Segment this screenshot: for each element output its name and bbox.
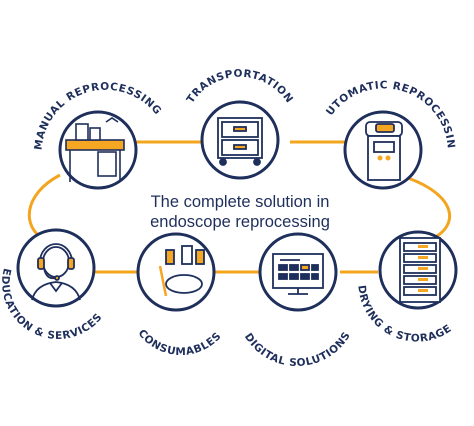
washer-disinfector-icon (365, 121, 403, 181)
connector-arc-right (407, 176, 451, 242)
transport-cart-icon (217, 117, 263, 166)
headline-line-2: endoscope reprocessing (150, 213, 330, 231)
station-manual-reprocessing: MANUAL REPROCESSING (32, 81, 163, 190)
headset-person-icon (31, 243, 81, 301)
label-transportation: TRANSPORTATION (185, 68, 296, 106)
monitor-dashboard-icon (272, 253, 324, 295)
headline-line-1: The complete solution in (150, 193, 330, 211)
sink-workstation-icon (65, 117, 125, 182)
station-drying-storage: DRYING & STORAGE (355, 230, 458, 345)
label-digital-solutions: DIGITAL SOLUTIONS (242, 330, 353, 370)
storage-cabinet-icon (399, 237, 441, 303)
label-consumables: CONSUMABLES (136, 327, 224, 358)
station-transportation: TRANSPORTATION (185, 68, 296, 180)
station-digital-solutions: DIGITAL SOLUTIONS (242, 232, 353, 370)
station-education-services: EDUCATION & SERVICES (0, 228, 104, 342)
station-consumables: CONSUMABLES (136, 232, 224, 358)
detergent-brush-icon (158, 245, 205, 297)
